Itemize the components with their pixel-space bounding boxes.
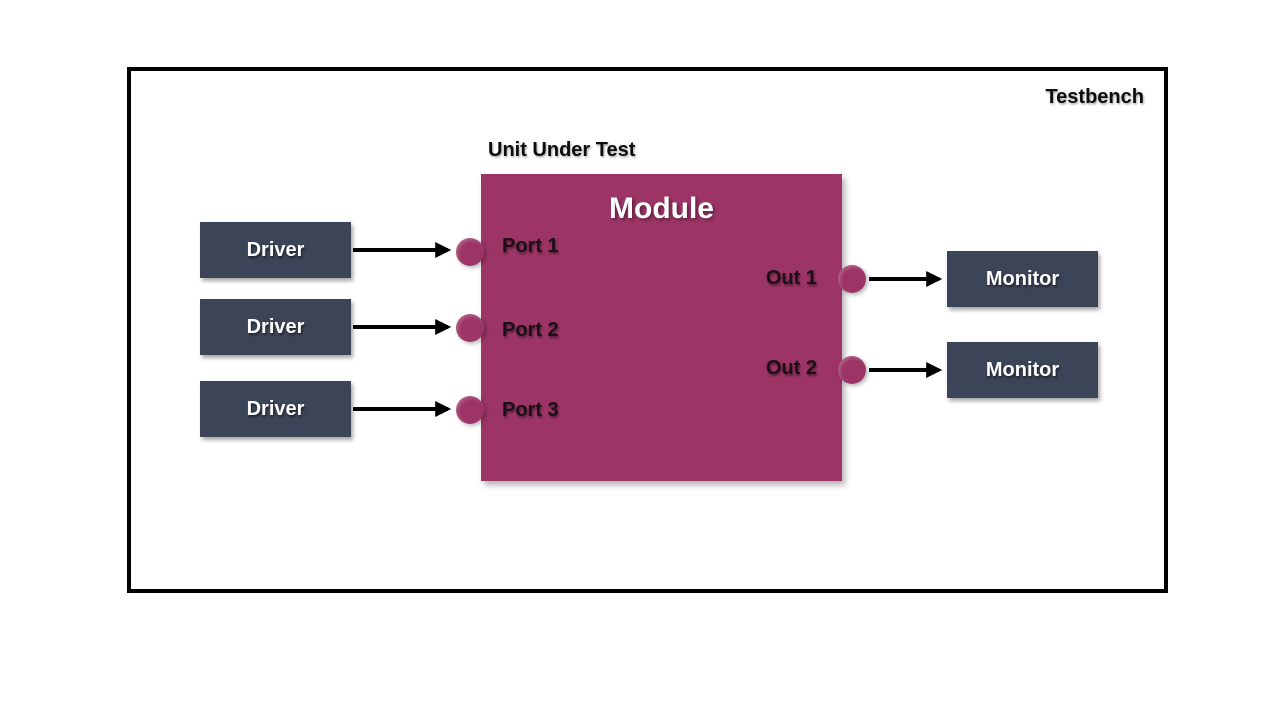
output-port-2-pin	[838, 356, 866, 384]
input-port-2-pin	[456, 314, 484, 342]
input-port-2-label: Port 2	[502, 319, 559, 341]
output-port-2-label: Out 2	[765, 357, 817, 379]
monitor-2-label: Monitor	[985, 358, 1060, 381]
module-block: Module Port 1 Port 2 Port 3 Out 1 Out 2	[481, 174, 842, 481]
output-port-1-label: Out 1	[765, 267, 817, 289]
unit-under-test-label: Unit Under Test	[488, 139, 636, 161]
driver-block-2: Driver	[200, 299, 351, 355]
driver-2-label: Driver	[246, 315, 305, 338]
monitor-block-2: Monitor	[947, 342, 1098, 398]
input-port-1-label: Port 1	[502, 235, 559, 257]
testbench-label: Testbench	[1045, 86, 1144, 108]
driver-3-label: Driver	[246, 397, 305, 420]
driver-block-1: Driver	[200, 222, 351, 278]
input-port-3-pin	[456, 396, 484, 424]
driver-block-3: Driver	[200, 381, 351, 437]
testbench-boundary	[127, 67, 1168, 593]
input-port-1-pin	[456, 238, 484, 266]
driver-1-label: Driver	[246, 238, 305, 261]
output-port-1-pin	[838, 265, 866, 293]
monitor-block-1: Monitor	[947, 251, 1098, 307]
input-port-3-label: Port 3	[502, 399, 559, 421]
module-title: Module	[609, 192, 714, 225]
monitor-1-label: Monitor	[985, 267, 1060, 290]
